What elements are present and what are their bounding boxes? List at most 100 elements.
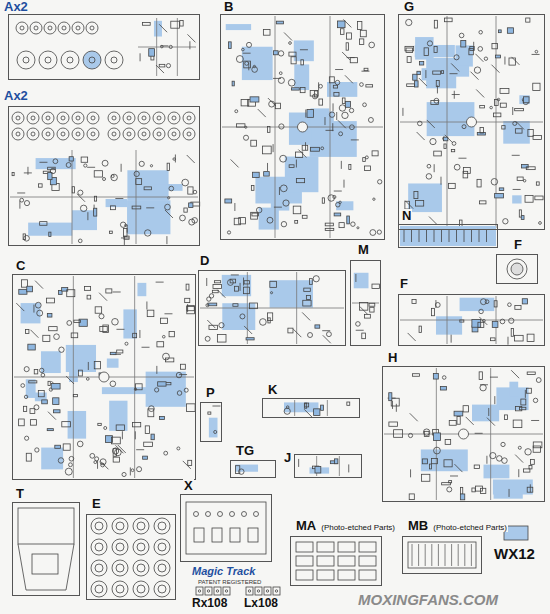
- part: [389, 422, 398, 426]
- part: [41, 448, 63, 470]
- runner: [532, 54, 540, 55]
- part: [168, 128, 180, 140]
- part: [169, 331, 174, 336]
- part: [207, 590, 209, 592]
- part: [313, 276, 319, 282]
- part: [279, 72, 282, 75]
- part: [78, 190, 83, 195]
- part: [294, 64, 309, 90]
- sprue-note: (Photo-etched Parts): [432, 523, 508, 532]
- runner: [305, 142, 306, 150]
- part: [100, 459, 106, 465]
- part: [150, 165, 152, 167]
- part: [270, 281, 277, 287]
- runner: [113, 291, 121, 292]
- part: [317, 542, 334, 552]
- part: [433, 374, 438, 380]
- part: [76, 26, 80, 30]
- part: [417, 71, 420, 74]
- runner: [476, 89, 484, 97]
- part: [421, 474, 429, 481]
- part: [440, 386, 446, 390]
- part: [408, 183, 442, 212]
- part: [370, 230, 376, 236]
- runner: [139, 330, 140, 338]
- part: [23, 57, 29, 63]
- part: [533, 136, 541, 140]
- part: [509, 318, 514, 323]
- runner: [122, 431, 123, 439]
- part: [429, 464, 431, 469]
- part: [449, 420, 456, 425]
- part: [23, 406, 26, 411]
- part: [338, 21, 345, 28]
- sprue-heading: F: [399, 277, 409, 291]
- part: [116, 543, 124, 551]
- part: [69, 463, 73, 467]
- part: [158, 543, 166, 551]
- part: [189, 219, 195, 225]
- part: [186, 502, 266, 554]
- part: [363, 103, 367, 107]
- part: [100, 327, 107, 332]
- runner: [441, 230, 442, 242]
- part: [431, 459, 437, 464]
- part: [71, 333, 78, 338]
- runner: [146, 301, 147, 309]
- part: [339, 223, 344, 228]
- part: [500, 319, 505, 324]
- runner: [411, 230, 412, 242]
- sprue-heading: TG: [235, 444, 255, 458]
- runner: [466, 417, 474, 425]
- sprue-heading: C: [15, 259, 26, 273]
- part: [214, 430, 217, 433]
- part: [434, 433, 441, 441]
- sprue-note: (Photo-etched Parts): [320, 523, 396, 532]
- part: [189, 203, 193, 208]
- part: [523, 179, 526, 182]
- part: [264, 172, 270, 176]
- runner: [494, 396, 495, 404]
- part: [459, 33, 464, 38]
- runner: [248, 62, 249, 70]
- part: [454, 55, 459, 60]
- part: [407, 57, 411, 63]
- runner: [396, 404, 397, 412]
- runner: [345, 75, 353, 83]
- part: [205, 587, 212, 595]
- runner: [475, 433, 483, 434]
- part: [78, 370, 82, 376]
- part: [87, 128, 99, 140]
- part: [109, 401, 127, 431]
- part: [533, 442, 542, 448]
- part: [16, 22, 28, 34]
- sprue-letter: J: [283, 451, 292, 465]
- part: [63, 444, 70, 450]
- part: [296, 152, 303, 157]
- part: [346, 43, 348, 50]
- part: [447, 487, 452, 492]
- part: [40, 368, 44, 372]
- runner: [445, 135, 453, 143]
- runner: [33, 305, 34, 313]
- runner: [479, 230, 480, 242]
- part: [389, 393, 392, 401]
- runner: [274, 207, 282, 208]
- runner: [515, 455, 523, 463]
- part: [102, 160, 108, 166]
- part: [57, 128, 69, 140]
- part: [32, 554, 58, 574]
- part: [334, 213, 341, 216]
- part: [125, 224, 127, 226]
- part: [112, 560, 128, 576]
- part: [213, 285, 222, 289]
- part: [460, 320, 464, 322]
- runner: [425, 70, 426, 78]
- part: [106, 199, 128, 207]
- sprue-heading: N: [401, 209, 412, 223]
- part: [459, 429, 469, 439]
- runner: [166, 236, 167, 244]
- part: [69, 456, 74, 461]
- part: [138, 128, 150, 140]
- part: [283, 200, 289, 206]
